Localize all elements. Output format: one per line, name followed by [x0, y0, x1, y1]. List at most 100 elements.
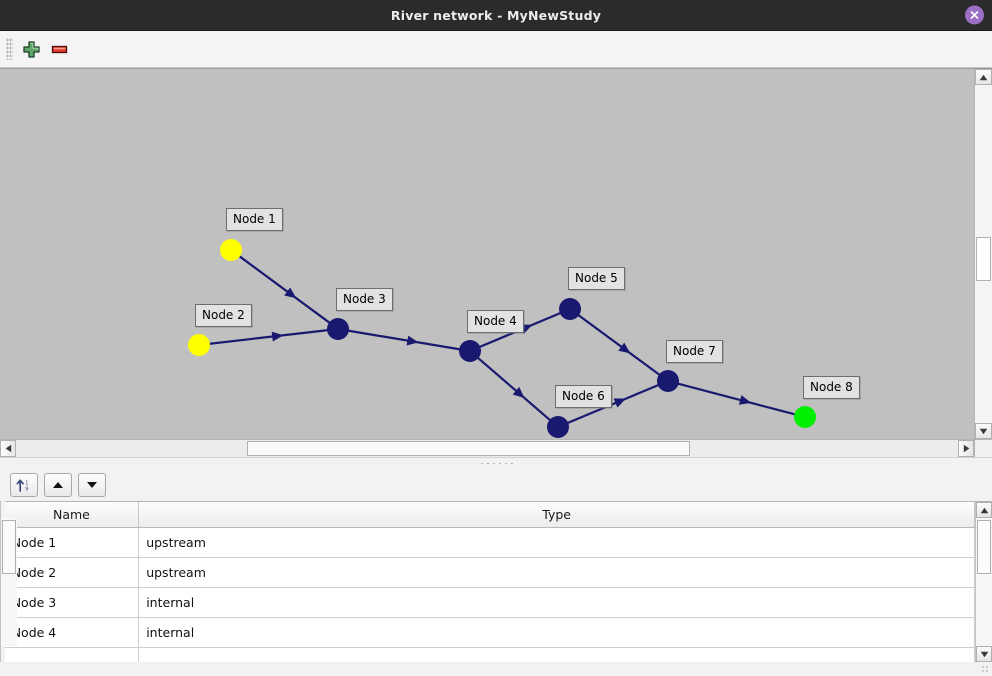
close-window-button[interactable] [965, 5, 984, 25]
canvas-hscroll-track[interactable] [16, 440, 958, 457]
network-node[interactable] [794, 406, 816, 428]
node-scroll-up-button[interactable] [976, 502, 992, 518]
network-node[interactable] [327, 318, 349, 340]
node-pane-footer [4, 662, 992, 676]
canvas-horizontal-scrollbar[interactable] [0, 439, 992, 457]
network-graph-svg [188, 239, 816, 438]
scrollbar-corner [974, 440, 992, 457]
canvas-vertical-scrollbar[interactable] [974, 69, 992, 439]
node-table-vertical-scrollbar[interactable] [975, 502, 992, 663]
close-x-icon [970, 11, 979, 19]
table-cell[interactable]: Node 2 [4, 557, 140, 588]
network-node[interactable] [657, 370, 679, 392]
title-bar: River network - MyNewStudy [0, 0, 992, 31]
node-label[interactable]: Node 3 [336, 288, 393, 311]
network-node[interactable] [220, 239, 242, 261]
table-cell[interactable] [138, 647, 976, 663]
chevron-down-icon [979, 428, 988, 434]
table-row[interactable] [4, 647, 976, 663]
table-cell[interactable]: Node 3 [4, 587, 140, 618]
node-label[interactable]: Node 6 [555, 385, 612, 408]
toolbar-grip[interactable] [6, 38, 13, 60]
network-node[interactable] [459, 340, 481, 362]
network-edge[interactable] [566, 383, 660, 425]
network-node[interactable] [188, 334, 210, 356]
edge-arrow-icon [738, 395, 752, 405]
node-move-up-button[interactable] [43, 473, 72, 497]
table-cell[interactable]: Node 4 [4, 617, 140, 648]
column-header[interactable]: Type [138, 502, 976, 528]
node-vscroll-track[interactable] [976, 518, 992, 647]
network-edge[interactable] [577, 314, 661, 376]
horizontal-splitter[interactable] [0, 457, 992, 469]
table-cell[interactable]: upstream [138, 527, 976, 558]
network-node[interactable] [547, 416, 569, 438]
node-sort-button[interactable]: 1 9 [9, 473, 38, 497]
node-label[interactable]: Node 8 [803, 376, 860, 399]
remove-node-button[interactable] [45, 35, 73, 63]
chevron-right-icon [963, 444, 969, 453]
add-node-button[interactable] [17, 35, 45, 63]
canvas-vscroll-track[interactable] [975, 85, 992, 423]
scroll-up-button[interactable] [975, 69, 992, 85]
edge-arrow-icon [618, 342, 631, 354]
svg-text:1: 1 [26, 480, 29, 486]
river-network-canvas[interactable]: Node 1 Node 2 Node 3 Node 4 Node 5 Node 6 Node… [0, 69, 974, 439]
node-label[interactable]: Node 1 [226, 208, 283, 231]
network-node[interactable] [559, 298, 581, 320]
edge-arrow-icon [613, 398, 626, 408]
chevron-down-icon [980, 651, 988, 657]
node-label[interactable]: Node 4 [467, 310, 524, 333]
scroll-left-button[interactable] [0, 440, 16, 457]
triangle-down-icon [86, 482, 97, 488]
node-label[interactable]: Node 5 [568, 267, 625, 290]
network-edge[interactable] [476, 356, 552, 422]
table-cell[interactable]: upstream [138, 557, 976, 588]
canvas-hscroll-thumb[interactable] [246, 441, 690, 456]
resize-grip[interactable] [981, 665, 990, 674]
graph-panel: Node 1 Node 2 Node 3 Node 4 Node 5 Node 6 Node… [0, 68, 992, 457]
svg-text:9: 9 [26, 486, 29, 492]
network-edge[interactable] [347, 329, 461, 351]
table-cell[interactable]: Node 1 [4, 527, 140, 558]
branch-table-vertical-scrollbar[interactable] [0, 502, 17, 663]
network-edge[interactable] [208, 329, 329, 345]
node-label[interactable]: Node 7 [666, 340, 723, 363]
branch-vscroll-thumb[interactable] [2, 520, 16, 574]
node-move-down-button[interactable] [77, 473, 106, 497]
scroll-right-button[interactable] [958, 440, 974, 457]
scroll-down-button[interactable] [975, 423, 992, 439]
chevron-up-icon [980, 507, 988, 513]
window-title: River network - MyNewStudy [390, 7, 602, 23]
main-toolbar [0, 31, 992, 68]
table-cell[interactable]: internal [138, 617, 976, 648]
branch-vscroll-track[interactable] [1, 518, 17, 647]
splitter-grip [479, 462, 513, 465]
column-header[interactable]: Name [4, 502, 140, 528]
node-label[interactable]: Node 2 [195, 304, 252, 327]
triangle-up-icon [52, 482, 63, 488]
canvas-vscroll-thumb[interactable] [976, 237, 991, 282]
node-pane-toolbar: 1 9 [4, 469, 992, 501]
node-vscroll-thumb[interactable] [977, 520, 992, 574]
sort-ascending-icon: 1 9 [16, 478, 29, 492]
table-cell[interactable] [4, 647, 140, 663]
node-scroll-down-button[interactable] [976, 646, 992, 663]
chevron-left-icon [5, 444, 11, 453]
table-cell[interactable]: internal [138, 587, 976, 618]
edge-arrow-icon [271, 331, 284, 342]
network-edge[interactable] [677, 382, 796, 416]
network-edge[interactable] [238, 255, 331, 324]
